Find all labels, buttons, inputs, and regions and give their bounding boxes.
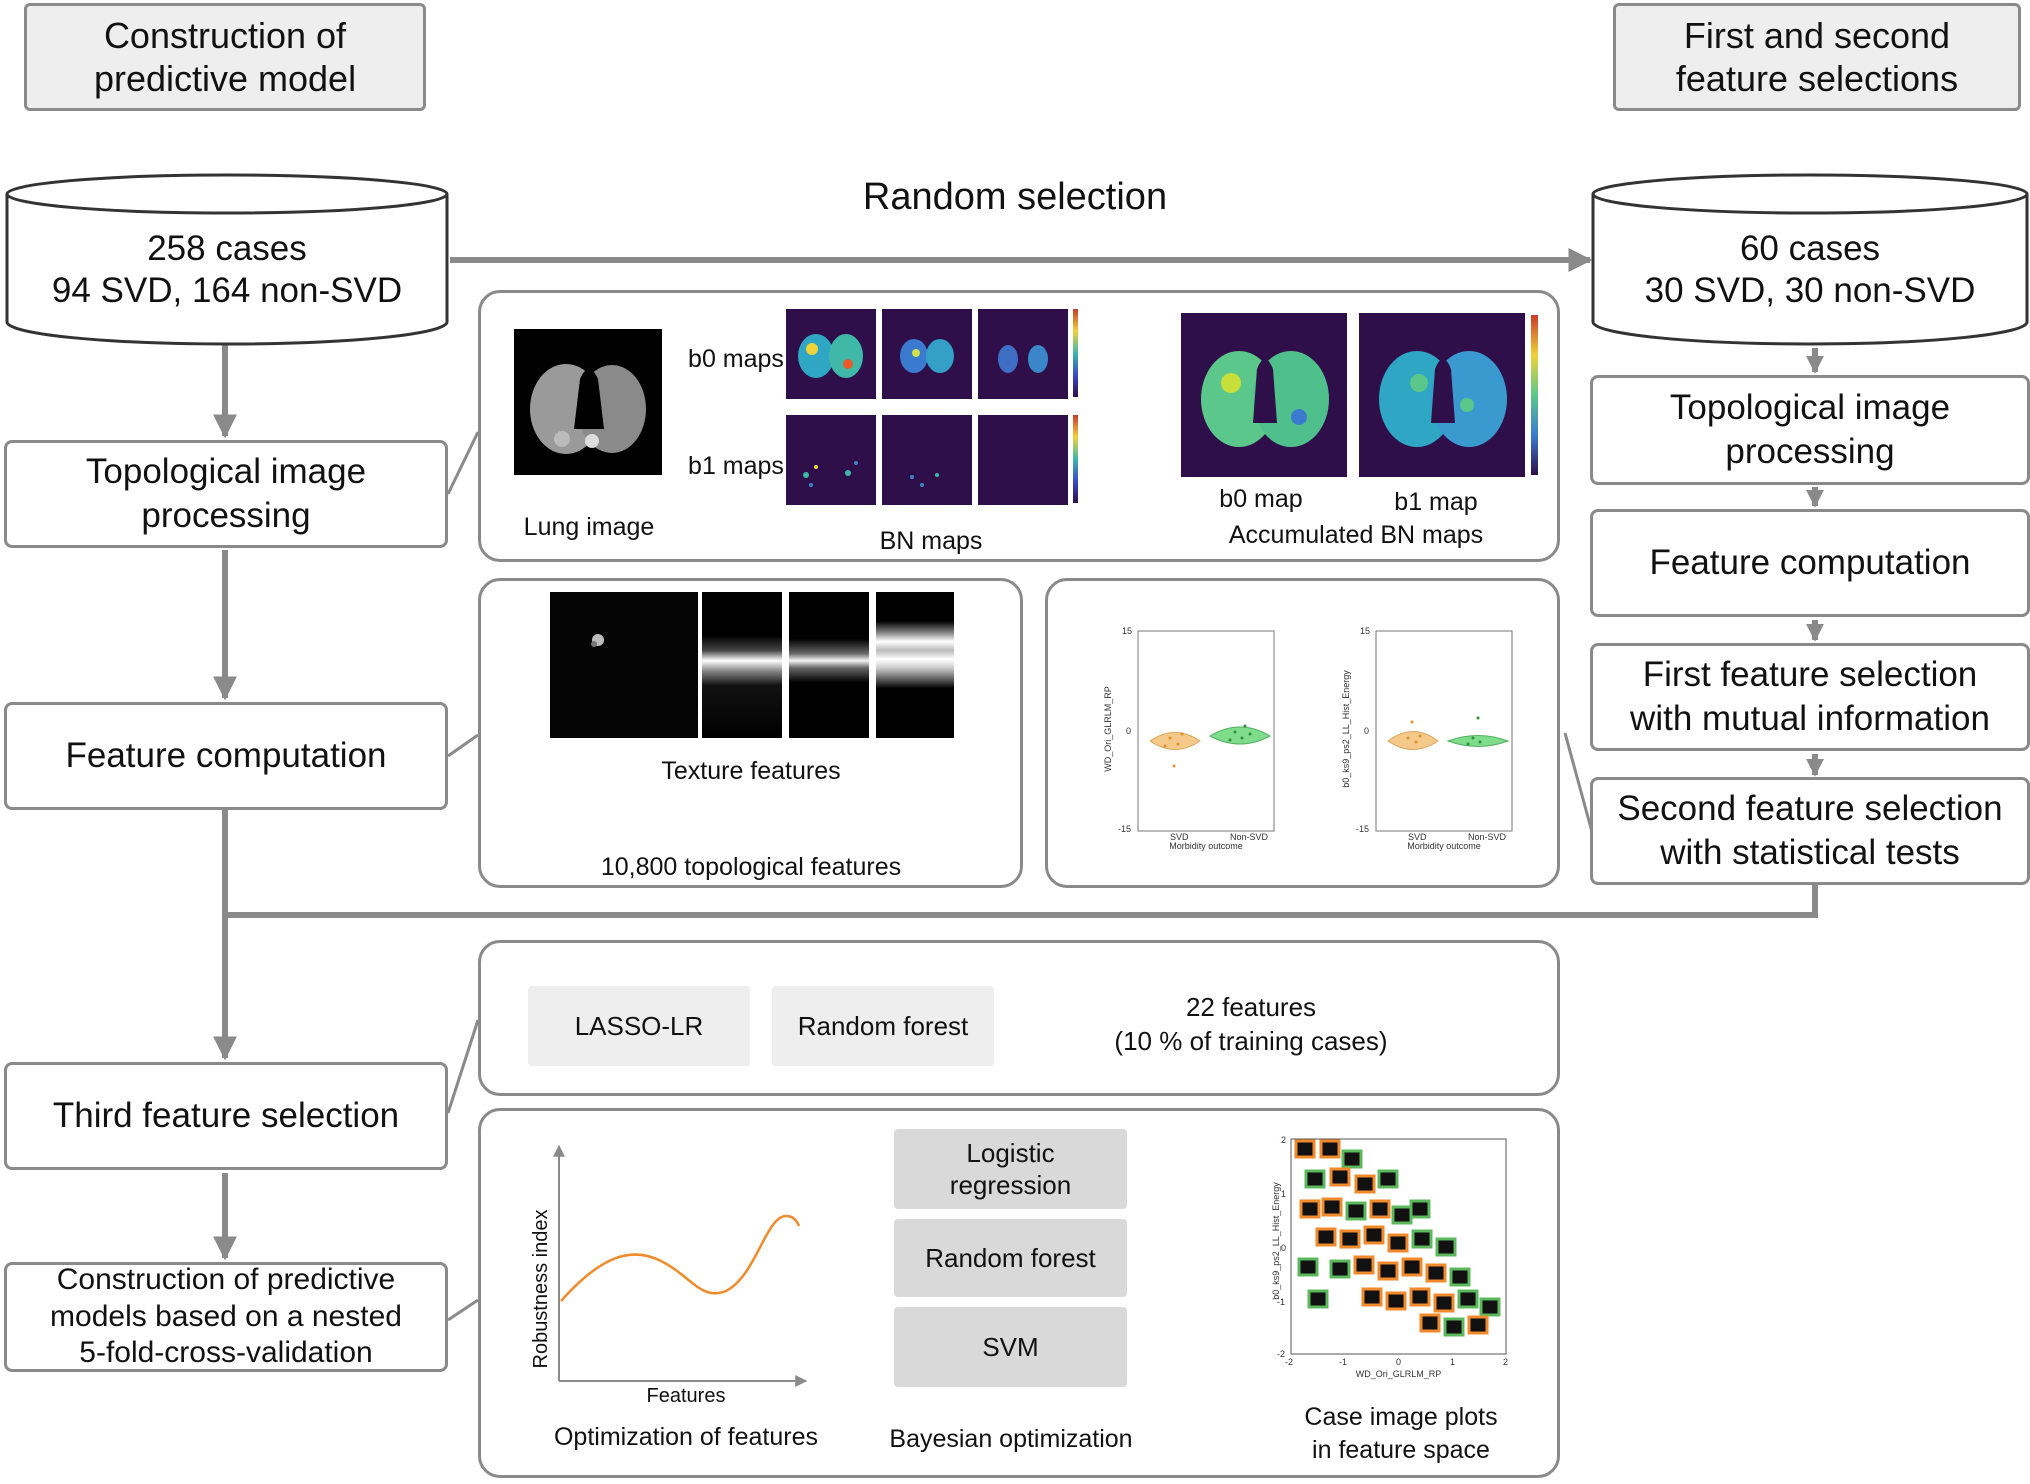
panel-violin-plots: WD_Ori_GLRLM_RP SVD Non-SVD Morbidity ou… — [1045, 578, 1560, 888]
scatter-xlabel: WD_Ori_GLRLM_RP — [1355, 1369, 1442, 1379]
lung-image — [514, 329, 662, 475]
robustness-xlabel: Features — [646, 1385, 726, 1407]
texture-features-label: Texture features — [661, 757, 841, 785]
violin2-cat-svd: SVD — [1408, 832, 1427, 842]
violin1-cat-svd: SVD — [1170, 832, 1189, 842]
lung-shape-icon — [530, 364, 646, 454]
b1-colorbar — [1073, 415, 1078, 503]
robustness-plot — [553, 1144, 808, 1387]
method-random-forest: Random forest — [772, 986, 994, 1066]
violin1-xlabel: Morbidity outcome — [1169, 841, 1243, 851]
b0-map-1 — [786, 309, 876, 399]
method-lasso-lr: LASSO-LR — [528, 986, 750, 1066]
selected-features-result: 22 features (10 % of training cases) — [1114, 992, 1388, 1056]
b1-map-3 — [978, 415, 1068, 505]
violin-plot-2: b0_ks9_ps2_LL_Hist_Energy SVD Non-SVD Mo… — [1328, 626, 1518, 856]
database-60-text: 60 cases 30 SVD, 30 non-SVD — [1644, 229, 1976, 310]
database-cylinder-icon — [1591, 173, 2029, 346]
database-cylinder-icon — [5, 173, 449, 346]
model-svm: SVM — [894, 1307, 1127, 1387]
scatter-ytick-neg2: -2 — [1277, 1349, 1286, 1359]
violin1-cat-nonsvd: Non-SVD — [1230, 832, 1269, 842]
lung-image-label: Lung image — [523, 513, 655, 541]
violin2-xlabel: Morbidity outcome — [1407, 841, 1481, 851]
texture-image-2 — [702, 592, 782, 738]
right-step-topological: Topological image processing — [1590, 375, 2030, 485]
violin1-ytick-0: 0 — [1126, 726, 1132, 736]
b0-map-label: b0 map — [1219, 485, 1303, 513]
database-60-cases: 60 cases 30 SVD, 30 non-SVD — [1590, 172, 2030, 347]
accumulated-b1-map — [1359, 313, 1525, 477]
left-step-topological: Topological image processing — [4, 440, 448, 548]
violin2-ytick-0: 0 — [1364, 726, 1370, 736]
model-logistic-regression: Logistic regression — [894, 1129, 1127, 1209]
b1-map-label: b1 map — [1394, 488, 1478, 516]
random-selection-label: Random selection — [862, 176, 1168, 218]
model-random-forest: Random forest — [894, 1219, 1127, 1297]
panel-model-construction: Robustness index Features Optimization o… — [478, 1108, 1560, 1478]
topological-features-count: 10,800 topological features — [600, 853, 902, 881]
b1-map-2 — [882, 415, 972, 505]
violin1-ytick-neg15: -15 — [1118, 824, 1132, 834]
optimization-label: Optimization of features — [553, 1423, 818, 1451]
header-feature-selections: First and second feature selections — [1613, 3, 2021, 111]
case-plot-label: Case image plots in feature space — [1304, 1403, 1498, 1464]
scatter-xtick-0: 0 — [1396, 1357, 1402, 1367]
right-step-feature-computation: Feature computation — [1590, 509, 2030, 617]
case-image-scatter: b0_ks9_ps2_LL_Hist_Energy WD_Ori_GLRLM_R… — [1261, 1131, 1551, 1391]
panel-third-selection: LASSO-LR Random forest 22 features (10 %… — [478, 940, 1560, 1096]
accumulated-b0-map — [1181, 313, 1347, 477]
scatter-ytick-2: 2 — [1281, 1135, 1287, 1145]
scatter-xtick-neg1: -1 — [1339, 1357, 1348, 1367]
violin2-ytick-15: 15 — [1360, 626, 1371, 636]
texture-image-1 — [550, 592, 698, 738]
scatter-ytick-neg1: -1 — [1277, 1297, 1286, 1307]
case-scatter-plot — [1290, 1138, 1507, 1355]
violin-plot-1: WD_Ori_GLRLM_RP SVD Non-SVD Morbidity ou… — [1090, 626, 1280, 856]
violin2-cat-nonsvd: Non-SVD — [1468, 832, 1507, 842]
b0-maps-label: b0 maps — [688, 345, 784, 373]
b0-map-3 — [978, 309, 1068, 399]
right-step-mutual-information: First feature selection with mutual info… — [1590, 643, 2030, 751]
left-step-feature-computation: Feature computation — [4, 702, 448, 810]
accumulated-colorbar — [1531, 315, 1538, 475]
scatter-xtick-neg2: -2 — [1285, 1357, 1294, 1367]
b1-maps-label: b1 maps — [688, 452, 784, 480]
panel-topological-processing: Lung image b0 maps b1 maps BN maps b0 ma… — [478, 290, 1560, 562]
texture-image-3 — [789, 592, 869, 738]
left-step-third-selection: Third feature selection — [4, 1062, 448, 1170]
robustness-ylabel: Robustness index — [530, 1209, 552, 1369]
scatter-ylabel: b0_ks9_ps2_LL_Hist_Energy — [1271, 1182, 1281, 1300]
texture-image-4 — [876, 592, 954, 738]
bayesian-label: Bayesian optimization — [889, 1425, 1133, 1453]
violin2-ylabel: b0_ks9_ps2_LL_Hist_Energy — [1341, 670, 1351, 788]
b0-colorbar — [1073, 309, 1078, 397]
left-step-construction: Construction of predictive models based … — [4, 1262, 448, 1372]
scatter-xtick-2: 2 — [1503, 1357, 1509, 1367]
scatter-ytick-0: 0 — [1281, 1243, 1287, 1253]
database-258-cases: 258 cases 94 SVD, 164 non-SVD — [4, 172, 450, 347]
scatter-ytick-1: 1 — [1281, 1189, 1287, 1199]
b1-map-1 — [786, 415, 876, 505]
panel-texture-features: Texture features 10,800 topological feat… — [478, 578, 1023, 888]
bn-maps-label: BN maps — [879, 527, 983, 555]
violin1-ylabel: WD_Ori_GLRLM_RP — [1103, 686, 1113, 772]
database-258-text: 258 cases 94 SVD, 164 non-SVD — [51, 229, 403, 310]
violin1-ytick-15: 15 — [1122, 626, 1133, 636]
scatter-xtick-1: 1 — [1450, 1357, 1456, 1367]
right-step-statistical-tests: Second feature selection with statistica… — [1590, 777, 2030, 885]
header-construction: Construction of predictive model — [24, 3, 426, 111]
violin2-ytick-neg15: -15 — [1356, 824, 1370, 834]
b0-map-2 — [882, 309, 972, 399]
accumulated-label: Accumulated BN maps — [1228, 521, 1484, 549]
